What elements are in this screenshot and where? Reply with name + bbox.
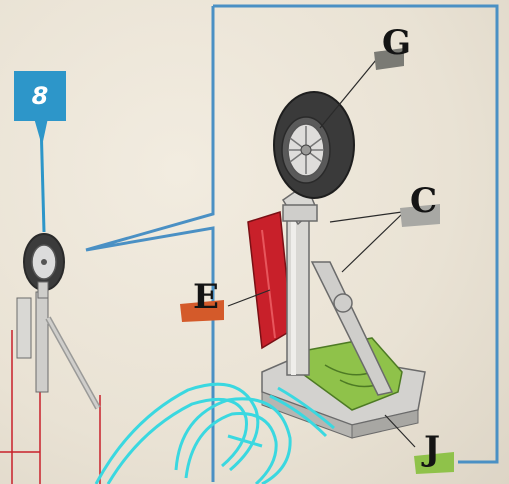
label-j: J: [424, 432, 440, 466]
cyan-overlay-mark: [96, 384, 334, 484]
small-landing-gear: [17, 234, 98, 408]
label-e: E: [193, 280, 219, 314]
step-pointer-tip: [34, 118, 48, 146]
red-guide-lines: [0, 330, 100, 484]
label-g: G: [382, 26, 411, 60]
step-number: 8: [14, 71, 66, 121]
label-c: C: [410, 184, 437, 218]
large-landing-gear: [248, 92, 425, 438]
part-e-red-plate: [248, 212, 292, 348]
